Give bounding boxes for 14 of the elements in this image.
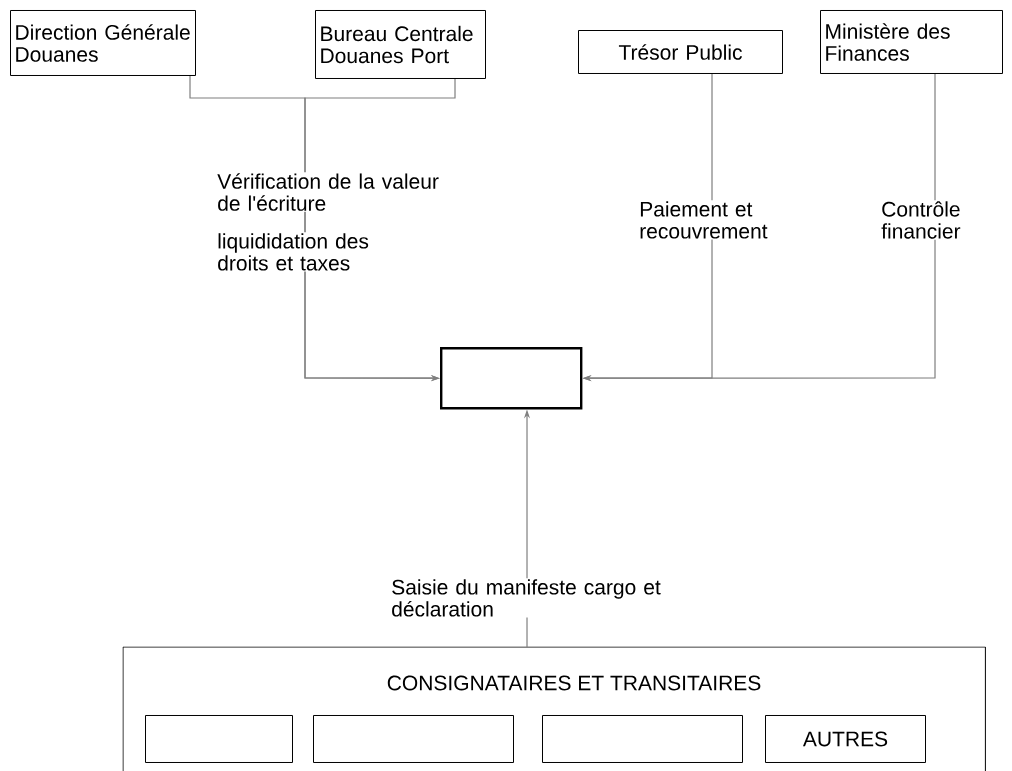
- system-box: [440, 347, 583, 410]
- company-box: [542, 715, 743, 763]
- edge-label: Vérification de la valeur de l'écriture: [217, 173, 439, 211]
- office-box: Trésor Public: [578, 30, 783, 74]
- office-box: Ministère des Finances: [820, 10, 1003, 74]
- company-box: [313, 715, 514, 763]
- office-box: Bureau Centrale Douanes Port: [315, 10, 486, 79]
- edge-label: Paiement et recouvrement: [640, 201, 768, 239]
- edge-label: Saisie du manifeste cargo et déclaration: [392, 579, 661, 617]
- edge-label: Contrôle financier: [881, 201, 961, 239]
- edge-label: liquididation des droits et taxes: [218, 233, 369, 271]
- office-box: Direction Générale Douanes: [10, 10, 196, 76]
- company-box: [145, 715, 293, 763]
- company-box: AUTRES: [765, 715, 926, 763]
